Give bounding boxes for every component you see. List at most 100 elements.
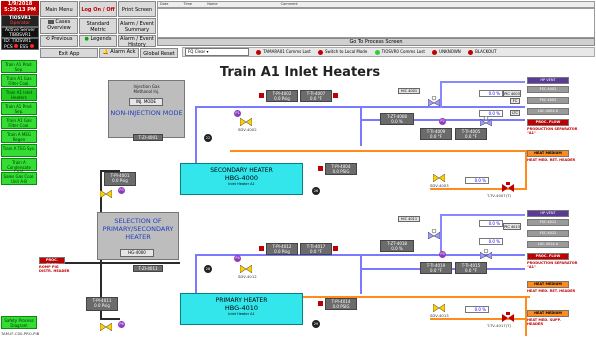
outlet-prod-sep-top-label: PRODUCTION SEPARATOR "A1" xyxy=(527,127,578,135)
nav-train-a-teg-sys[interactable]: Train A TEG Sys. xyxy=(1,144,37,157)
cases-overview-button[interactable]: Cases Overview xyxy=(40,18,78,34)
log-on-off-button[interactable]: Log On / Off xyxy=(79,1,117,17)
alarm-list[interactable] xyxy=(157,8,595,38)
badge-c2[interactable]: 26 xyxy=(312,187,320,195)
exit-app-button[interactable]: Exit App xyxy=(40,48,98,58)
badge-c4[interactable]: 29 xyxy=(312,320,320,328)
alarm-event-summary-button[interactable]: Alarm / Event Summary xyxy=(118,18,156,34)
instrument-ttt4005[interactable]: T-TI-4005 0.0 °F xyxy=(455,128,487,140)
instrument-tzt4018[interactable]: T-ZT-4018 0.0 % xyxy=(380,240,414,252)
badge-p3[interactable]: P3 xyxy=(118,187,125,194)
fq-clear-select[interactable]: FQ Clear ▾ xyxy=(185,48,249,56)
badge-p2[interactable]: P2 xyxy=(439,118,446,125)
nav-train-a1-prod-sep-2[interactable]: Train A1 Prod. Sep. xyxy=(1,102,37,115)
nav-train-a1-prod-sep-1[interactable]: Train A1 Prod. Sep. xyxy=(1,60,37,73)
instrument-tzt4008[interactable]: T-ZT-4008 0.0 % xyxy=(380,113,414,125)
instrument-tti4017[interactable]: T-TI-4017 0.0 °F xyxy=(300,243,332,255)
valve-tv4017-icon[interactable] xyxy=(502,312,514,322)
valve-sdv4012-icon[interactable] xyxy=(240,265,252,273)
pct-value-5[interactable]: 0.0 % xyxy=(479,238,503,245)
instrument-tpi4001[interactable]: T-PI-4001 0.0 Psig xyxy=(104,172,136,186)
outlet-hp-vent-bottom[interactable]: HP VENT xyxy=(527,210,569,217)
hic4001-faceplate[interactable]: HIC 4001 xyxy=(398,88,420,94)
outlet-proc-flow-top[interactable]: PROC. FLOW xyxy=(527,119,569,126)
pct-value-6[interactable]: 0.0 % xyxy=(465,306,489,313)
inlet-proc-flow[interactable]: PROC. FLOW xyxy=(39,257,65,267)
instrument-tti4007[interactable]: T-TI-4007 0.0 °F xyxy=(300,90,332,102)
global-reset-button[interactable]: Global Reset xyxy=(140,48,178,58)
nav-train-a1-gas-filter-2[interactable]: Train A1 Gas Filter Coal. xyxy=(1,116,37,129)
injection-mode-button[interactable]: INJ. MODE xyxy=(129,98,163,106)
id-box: ID: TIOSVR1 PCS ESS xyxy=(1,38,39,50)
pipe-orange-bottom xyxy=(230,296,530,298)
instrument-tpi4011[interactable]: T-PI-4011 0.0 Psig xyxy=(86,297,118,311)
selection-heater-button[interactable]: HG-4000 xyxy=(120,249,154,257)
legends-button[interactable]: ● Legends xyxy=(79,35,117,47)
badge-c1[interactable]: 22 xyxy=(204,134,212,142)
pct-value-4[interactable]: 0.0 % xyxy=(479,220,503,227)
instrument-tpi4014[interactable]: T-PI-4014 0.0 PSIG xyxy=(325,298,357,310)
valve-sdv4013-icon[interactable] xyxy=(433,304,445,312)
nav-train-a-meg-regen[interactable]: Train A MEG Regen xyxy=(1,130,37,143)
nav-train-a-condensate[interactable]: Train A Condensate Coal. xyxy=(1,158,37,174)
pic4003-faceplate[interactable]: PIC 4003 xyxy=(503,90,521,97)
instrument-tpi4002[interactable]: T-PI-4002 0.0 Psig xyxy=(266,90,298,102)
badge-p6[interactable]: P6 xyxy=(118,321,125,328)
selection-line2: PRIMARY/SECONDARY xyxy=(102,225,174,233)
valve-inlet-top-icon[interactable] xyxy=(100,190,112,198)
outlet-hp-vent-top[interactable]: HP VENT xyxy=(527,77,569,84)
valve-sdv4003-icon[interactable] xyxy=(433,174,445,182)
control-valve-top-2-icon[interactable] xyxy=(480,116,492,126)
pct-value-3[interactable]: 0.0 % xyxy=(465,177,489,184)
outlet-heat-medium-bottom-ret[interactable]: HEAT MEDIUM xyxy=(527,281,569,288)
goto-process-button[interactable]: Go To Process Screen xyxy=(157,38,595,46)
nav-safety-process-diagram[interactable]: Safety Process Diagram xyxy=(1,316,37,329)
outlet-fsc4002-a[interactable]: FSC 4002 xyxy=(527,86,569,93)
control-valve-bottom-2-icon[interactable] xyxy=(480,249,492,259)
alarm-ack-button[interactable]: 🔔 Alarm Ack xyxy=(99,48,139,58)
instrument-tpi4012[interactable]: T-PI-4012 0.0 Psig xyxy=(266,243,298,255)
standard-metric-button[interactable]: Standard Metric xyxy=(79,18,117,34)
instrument-ttt4009[interactable]: T-TI-4009 0.0 °F xyxy=(420,128,452,140)
outlet-fsc4012-a[interactable]: FSC 4012 xyxy=(527,219,569,226)
instrument-ttt4015[interactable]: T-TI-4015 0.0 °F xyxy=(455,262,487,274)
instrument-ttt4019[interactable]: T-TI-4019 0.0 °F xyxy=(420,262,452,274)
ltc-faceplate[interactable]: LTC xyxy=(510,110,520,116)
badge-p5[interactable]: P5 xyxy=(439,251,446,258)
nav-train-a1-gas-filter-1[interactable]: Train A1 Gas Filter Coal. xyxy=(1,74,37,87)
alarm-event-history-button[interactable]: Alarm / Event History xyxy=(118,35,156,48)
secondary-heater-name: SECONDARY HEATER xyxy=(210,167,273,174)
hic4011-faceplate[interactable]: HIC 4011 xyxy=(398,216,420,222)
print-screen-button[interactable]: Print Screen xyxy=(118,1,156,17)
badge-c3[interactable]: 28 xyxy=(204,265,212,273)
outlet-heat-medium-bottom-supp[interactable]: HEAT MEDIUM xyxy=(527,310,569,317)
valve-sdv4002-icon[interactable] xyxy=(240,118,252,126)
nav-sales-gas[interactable]: Sales Gas Coal. Unit A-B xyxy=(1,172,37,185)
outlet-lsc4004a[interactable]: LSC 4004 A xyxy=(527,108,569,115)
instrument-tpi4004[interactable]: T-PI-4004 0.0 PSIG xyxy=(325,163,357,175)
instrument-tzi4001[interactable]: T-ZI-4001 xyxy=(133,134,163,141)
tpi4011-tag: T-PI-4011 xyxy=(92,298,112,303)
previous-button[interactable]: ⟲ Previous xyxy=(40,35,78,47)
main-menu-button[interactable]: Main Menu xyxy=(40,1,78,17)
badge-p4[interactable]: P4 xyxy=(234,255,241,262)
control-valve-bottom-1-icon[interactable] xyxy=(428,229,440,239)
previous-icon: ⟲ xyxy=(45,36,50,42)
fc-faceplate[interactable]: FC xyxy=(510,98,520,104)
outlet-lsc4014a[interactable]: LSC 4014 A xyxy=(527,241,569,248)
secondary-heater[interactable]: SECONDARY HEATER HBG-4000 Inlet Heater A… xyxy=(180,163,303,195)
pct-value-2[interactable]: 0.0 % xyxy=(479,110,503,117)
primary-heater[interactable]: PRIMARY HEATER HBG-4010 Inlet Heater A1 xyxy=(180,293,303,325)
outlet-fsc4002-b[interactable]: FSC 4002 xyxy=(527,97,569,104)
outlet-heat-medium-top[interactable]: HEAT MEDIUM xyxy=(527,150,569,157)
control-valve-top-1-icon[interactable] xyxy=(428,96,440,106)
valve-tv4007-icon[interactable] xyxy=(502,182,514,192)
valve-sdv4001-icon[interactable] xyxy=(100,323,112,331)
outlet-fsc4012-b[interactable]: FSC 4012 xyxy=(527,230,569,237)
instrument-tzi4011[interactable]: T-ZI-4011 xyxy=(133,265,163,272)
pct-value-1[interactable]: 0.0 % xyxy=(479,90,503,97)
outlet-proc-flow-bottom[interactable]: PROC. FLOW xyxy=(527,253,569,260)
badge-p1[interactable]: P1 xyxy=(234,110,241,117)
nav-train-a1-inlet-heaters[interactable]: Train A1 Inlet Heaters xyxy=(1,88,37,101)
pic4013-faceplate[interactable]: PIC 4013 xyxy=(503,223,521,230)
